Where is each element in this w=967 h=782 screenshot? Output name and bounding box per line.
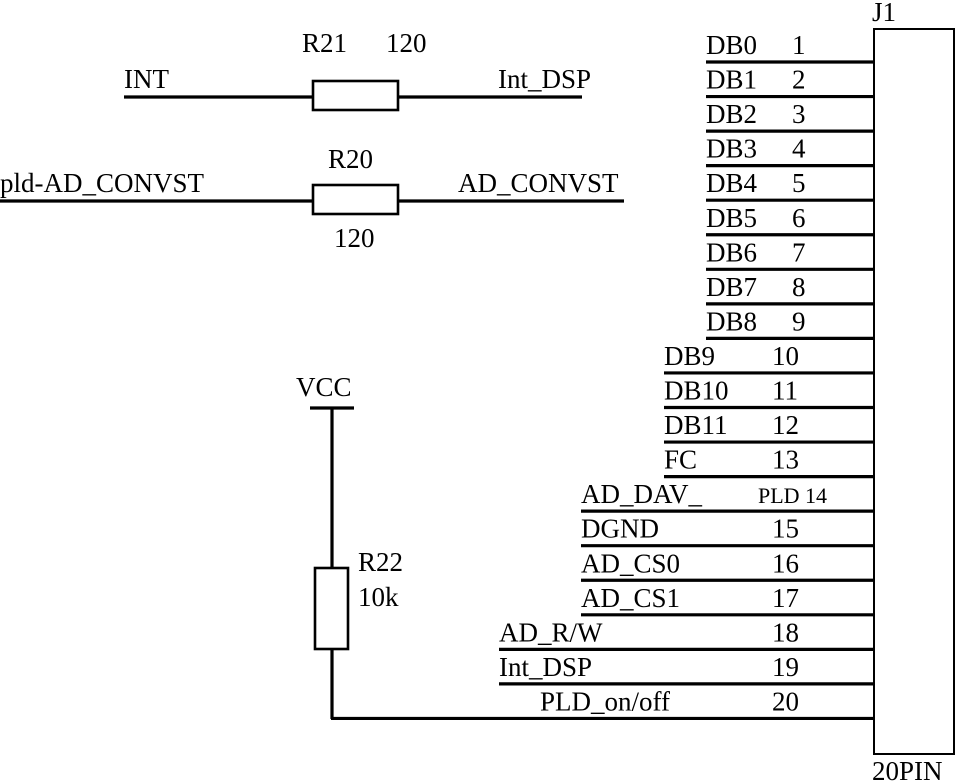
pin-6-net-label: DB5 [706,203,757,233]
pin-16-number-label: 16 [772,548,799,578]
pld-ad-convst-net-label: pld-AD_CONVST [0,168,205,198]
pin-1-net-label: DB0 [706,30,757,60]
pin-19-net-label: Int_DSP [499,652,592,682]
pin-18-number-label: 18 [772,617,799,647]
r20-circuit: pld-AD_CONVST R20 120 AD_CONVST [0,144,624,253]
r21-value-label: 120 [386,28,427,58]
pin-15-net-label: DGND [581,514,659,544]
r20-ref-label: R20 [328,144,373,174]
pin-4-number-label: 4 [792,134,806,164]
r21-circuit: INT R21 120 Int_DSP [124,28,591,112]
pin-14-number-label: PLD 14 [758,483,827,508]
pin-1-number-label: 1 [792,30,806,60]
pin-19-number-label: 19 [772,652,799,682]
pin-7-number-label: 7 [792,237,806,267]
pin-10-number-label: 10 [772,341,799,371]
pin-12-number-label: 12 [772,410,799,440]
pin-2-number-label: 2 [792,65,806,95]
int-net-label: INT [124,64,169,94]
pin-3-net-label: DB2 [706,99,757,129]
j1-ref-label: J1 [872,0,896,27]
pin-9-net-label: DB8 [706,306,757,336]
pin-11-net-label: DB10 [664,376,729,406]
r21-ref-label: R21 [302,28,347,58]
r22-value-label: 10k [358,582,399,612]
pin-10-net-label: DB9 [664,341,715,371]
pin-2-net-label: DB1 [706,65,757,95]
pin-8-net-label: DB7 [706,272,757,302]
pin-14-net-label: AD_DAV_ [581,479,703,509]
pin-17-number-label: 17 [772,583,799,613]
pin-6-number-label: 6 [792,203,806,233]
pin-7-net-label: DB6 [706,237,757,267]
pin-16-net-label: AD_CS0 [581,548,680,578]
pin-3-number-label: 3 [792,99,806,129]
pin-12-net-label: DB11 [664,410,728,440]
pin-5-number-label: 5 [792,168,806,198]
pin-13-net-label: FC [664,445,697,475]
pin-15-number-label: 15 [772,514,799,544]
r20-resistor-body [311,183,400,216]
int-dsp-net-label: Int_DSP [498,64,591,94]
j1-body [873,28,955,755]
j1-type-label: 20PIN [872,756,943,782]
pin-20-net-label: PLD_on/off [540,686,670,716]
ad-convst-net-label: AD_CONVST [458,168,619,198]
r22-ref-label: R22 [358,547,403,577]
pin-18-net-label: AD_R/W [499,617,603,647]
r20-value-label: 120 [334,223,375,253]
pin-5-net-label: DB4 [706,168,758,198]
pin-13-number-label: 13 [772,445,799,475]
pin-20-number-label: 20 [772,686,799,716]
pin-9-number-label: 9 [792,306,806,336]
pin-11-number-label: 11 [772,376,798,406]
pin-4-net-label: DB3 [706,134,757,164]
r22-resistor-body [313,566,350,651]
vcc-label: VCC [296,372,352,402]
r22-circuit: VCC R22 10k [296,372,403,719]
r21-resistor-body [311,79,400,112]
pin-8-number-label: 8 [792,272,806,302]
pin-17-net-label: AD_CS1 [581,583,680,613]
